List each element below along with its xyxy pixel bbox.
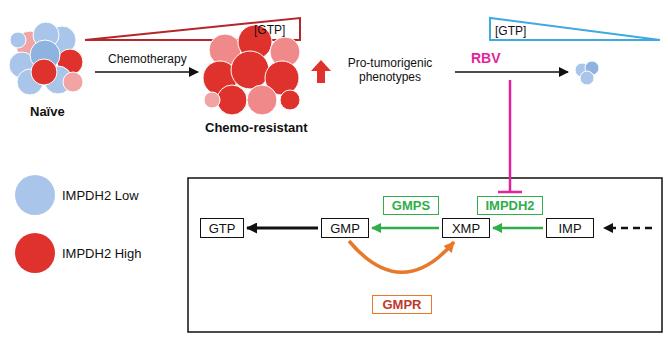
box-text: GMPR <box>383 297 422 312</box>
reaction-arrow <box>372 227 439 230</box>
process-arrow <box>455 71 568 73</box>
level-label: [GTP] <box>254 23 285 37</box>
metabolite-box: XMP <box>442 218 490 238</box>
level-label: [GTP] <box>495 24 526 38</box>
inhibition-bar <box>498 191 522 194</box>
enzyme-box: IMPDH2 <box>477 196 543 215</box>
legend-swatch <box>15 175 55 215</box>
box-text: GMPS <box>392 198 430 213</box>
increase-arrow <box>311 60 331 83</box>
enzyme-box: GMPR <box>372 295 432 314</box>
metabolite-box: GTP <box>200 218 244 238</box>
state-label: Naïve <box>30 104 65 119</box>
state-label: Chemo-resistant <box>205 120 308 135</box>
process-label: Chemotherapy <box>108 52 187 66</box>
metabolite-box: IMP <box>546 218 594 238</box>
enzyme-box: GMPS <box>383 196 439 215</box>
reaction-arrow <box>493 227 543 230</box>
box-text: GTP <box>209 221 236 236</box>
phenotype-label: Pro-tumorigenic phenotypes <box>338 56 442 85</box>
reaction-arrow <box>247 227 318 230</box>
legend-text: IMPDH2 Low <box>62 188 139 203</box>
box-text: XMP <box>452 221 480 236</box>
small-cell-cluster <box>575 61 599 85</box>
resistant-cell-cluster <box>203 25 300 115</box>
pathway-frame <box>188 178 662 332</box>
legend-text: IMPDH2 High <box>62 246 141 261</box>
gtp-wedge-falling <box>490 18 660 40</box>
process-arrow <box>95 71 198 73</box>
gtp-wedge-rising <box>85 18 300 40</box>
legend-swatch <box>15 233 55 273</box>
naive-cell-cluster <box>9 22 83 95</box>
reaction-arrow <box>349 241 454 272</box>
box-text: GMP <box>330 221 360 236</box>
box-text: IMPDH2 <box>485 198 534 213</box>
inhibition-line <box>509 80 512 192</box>
box-text: IMP <box>558 221 581 236</box>
input-arrow <box>604 227 652 230</box>
metabolite-box: GMP <box>321 218 369 238</box>
drug-label: RBV <box>471 50 501 66</box>
